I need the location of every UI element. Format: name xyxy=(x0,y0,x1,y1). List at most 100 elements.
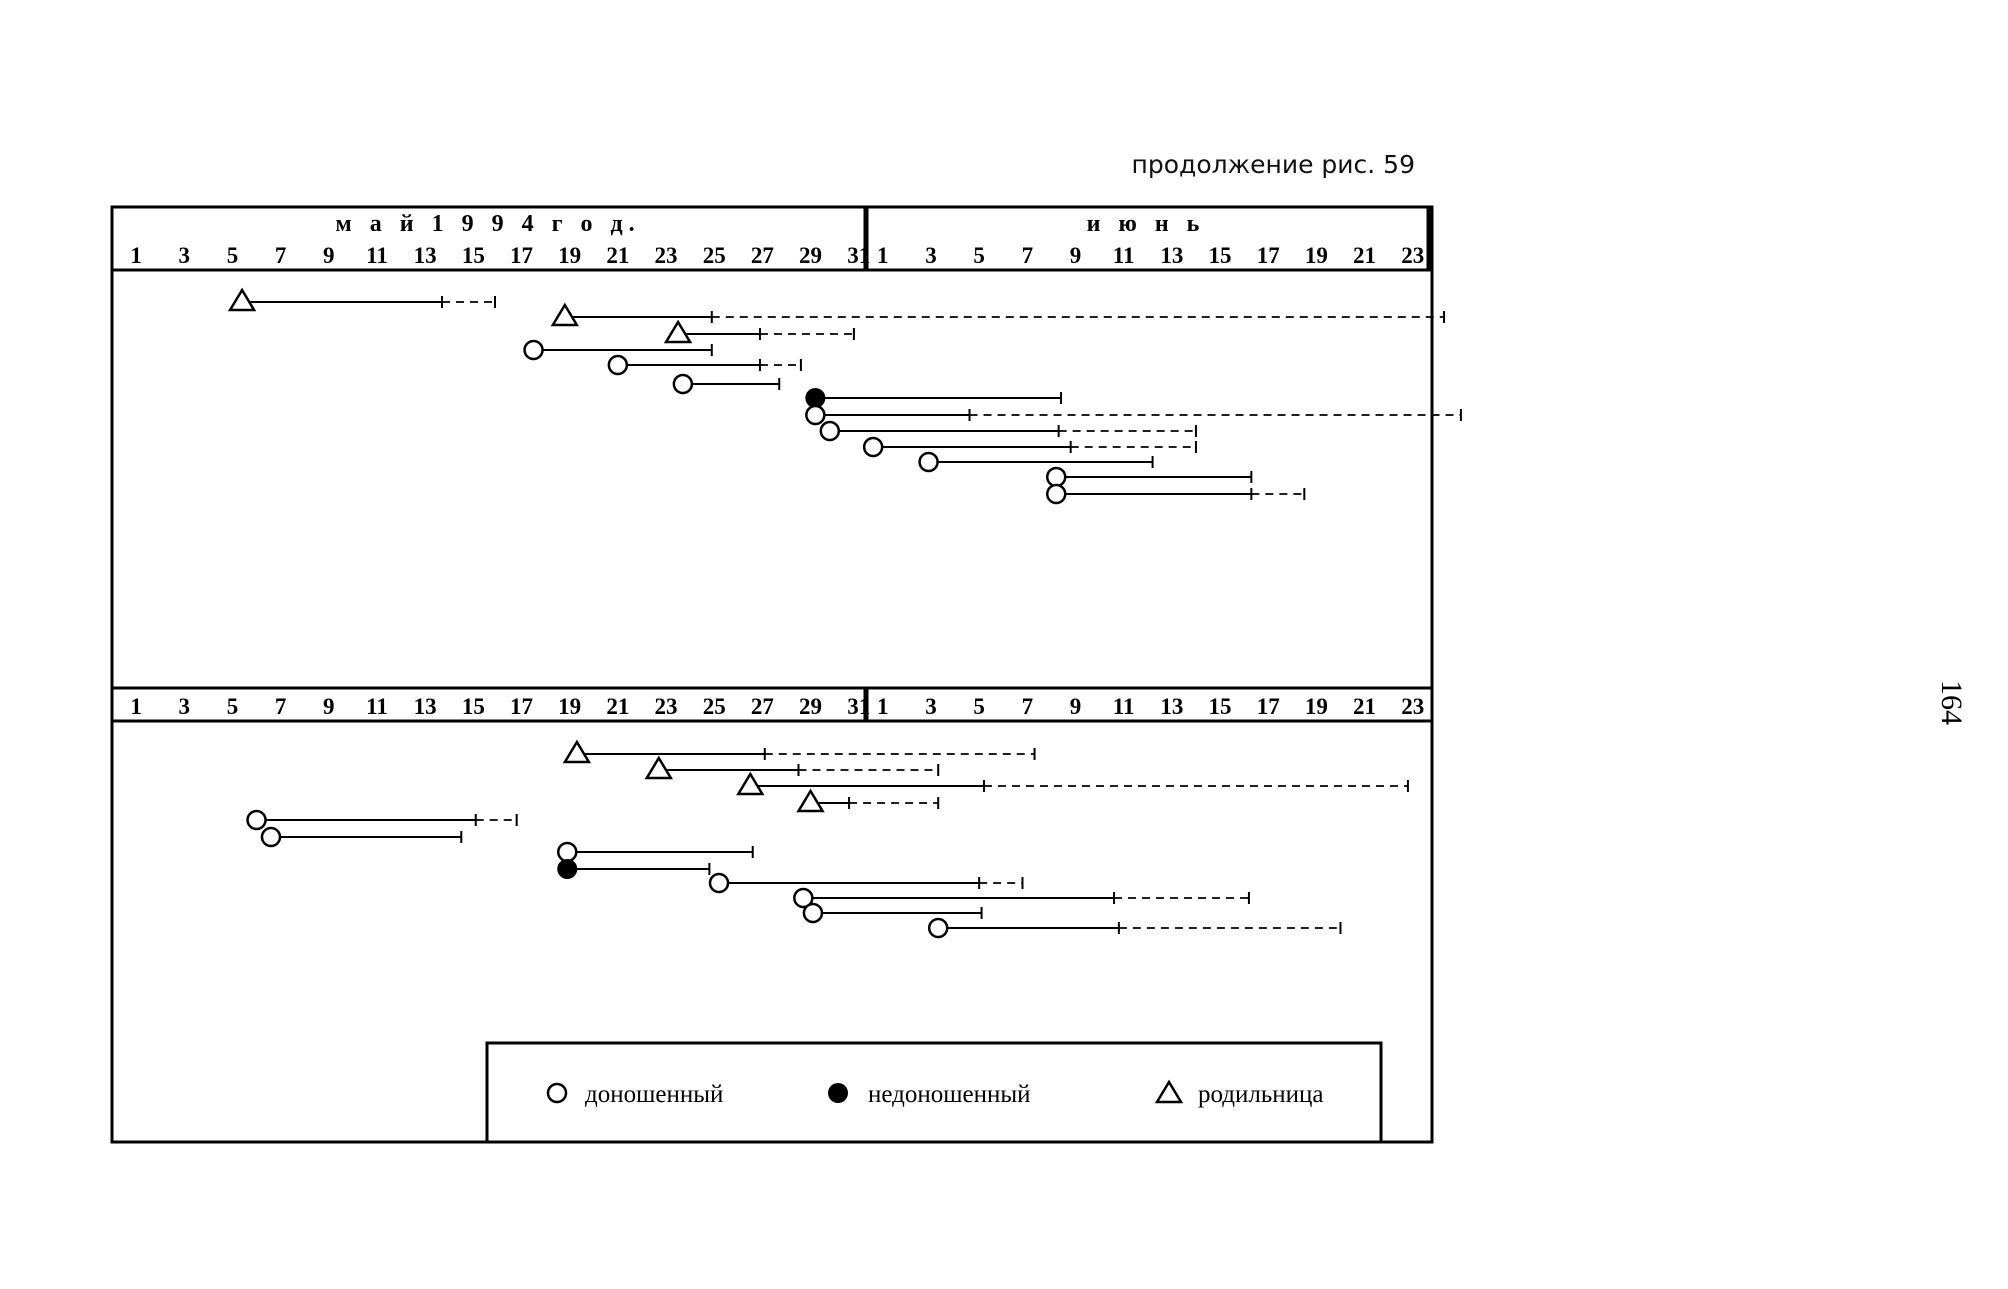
case-marker-circle-icon xyxy=(607,354,629,376)
tick-label-top: 11 xyxy=(1113,243,1135,268)
case-row xyxy=(802,902,983,924)
case-marker-circle-icon xyxy=(1045,483,1067,505)
tick-label-mid: 9 xyxy=(1070,694,1082,719)
tick-label-top: 1 xyxy=(130,243,142,268)
tick-label-mid: 25 xyxy=(703,694,726,719)
tick-label-mid: 7 xyxy=(275,694,287,719)
tick-label-mid: 7 xyxy=(1022,694,1034,719)
case-marker-circle-icon xyxy=(802,902,824,924)
tick-label-mid: 11 xyxy=(366,694,388,719)
tick-label-mid: 13 xyxy=(414,694,437,719)
tick-label-mid: 9 xyxy=(323,694,335,719)
tick-label-top: 7 xyxy=(1022,243,1034,268)
chart-frame xyxy=(110,205,1434,1144)
case-row xyxy=(227,287,496,312)
tick-label-mid: 17 xyxy=(510,694,533,719)
tick-label-top: 13 xyxy=(414,243,437,268)
case-marker-circle-icon xyxy=(246,809,267,831)
case-row xyxy=(805,404,1462,426)
case-row xyxy=(663,319,855,344)
tick-label-mid: 19 xyxy=(1305,694,1328,719)
tick-label-top: 17 xyxy=(1257,243,1280,268)
case-marker-circle-icon xyxy=(672,373,694,395)
case-row xyxy=(557,841,754,863)
tick-label-top: 11 xyxy=(366,243,388,268)
tick-label-top: 9 xyxy=(1070,243,1082,268)
tick-label-top: 21 xyxy=(1353,243,1376,268)
case-marker-dot-icon xyxy=(805,388,826,408)
case-row xyxy=(550,302,1446,327)
tick-label-top: 23 xyxy=(655,243,678,268)
legend-triangle-icon xyxy=(1154,1079,1184,1104)
tick-label-top: 15 xyxy=(462,243,485,268)
case-row xyxy=(1045,466,1253,488)
tick-label-top: 19 xyxy=(1305,243,1328,268)
tick-label-mid: 1 xyxy=(130,694,142,719)
tick-label-top: 19 xyxy=(558,243,581,268)
case-row xyxy=(819,420,1197,442)
legend-label-premature: недоношенный xyxy=(868,1081,1031,1108)
tick-label-mid: 3 xyxy=(179,694,191,719)
tick-label-top: 3 xyxy=(925,243,937,268)
case-row xyxy=(557,859,711,879)
panel-bottom xyxy=(246,739,1409,939)
tick-label-top: 13 xyxy=(1160,243,1183,268)
case-row xyxy=(246,809,518,831)
tick-label-top: 5 xyxy=(973,243,985,268)
tick-label-mid: 23 xyxy=(655,694,678,719)
tick-label-top: 15 xyxy=(1209,243,1232,268)
tick-label-mid: 13 xyxy=(1160,694,1183,719)
case-marker-circle-icon xyxy=(1045,466,1067,488)
tick-label-mid: 1 xyxy=(877,694,889,719)
month-label-may: м а й 1 9 9 4 г о д. xyxy=(335,211,640,237)
tick-label-top: 25 xyxy=(703,243,726,268)
tick-label-mid: 15 xyxy=(1209,694,1232,719)
case-row xyxy=(708,872,1024,894)
tick-label-top: 3 xyxy=(179,243,191,268)
tick-label-mid: 21 xyxy=(1353,694,1376,719)
tick-label-top: 21 xyxy=(606,243,629,268)
tick-label-mid: 29 xyxy=(799,694,822,719)
legend-dot-icon xyxy=(828,1083,848,1103)
case-marker-triangle-icon xyxy=(736,771,765,796)
tick-label-mid: 5 xyxy=(973,694,985,719)
case-row xyxy=(927,917,1342,939)
case-row xyxy=(796,788,940,813)
case-row xyxy=(1045,483,1306,505)
case-marker-triangle-icon xyxy=(562,739,592,764)
case-marker-circle-icon xyxy=(260,826,282,848)
case-marker-triangle-icon xyxy=(663,319,693,344)
case-marker-circle-icon xyxy=(927,917,949,939)
legend-circle-icon xyxy=(546,1082,568,1104)
case-marker-circle-icon xyxy=(793,887,814,909)
case-marker-circle-icon xyxy=(819,420,841,442)
case-marker-triangle-icon xyxy=(227,287,257,312)
tick-label-top: 9 xyxy=(323,243,335,268)
tick-label-top: 17 xyxy=(510,243,533,268)
case-row xyxy=(672,373,781,395)
tick-label-top: 29 xyxy=(799,243,822,268)
case-row xyxy=(862,436,1197,458)
tick-label-mid: 11 xyxy=(1113,694,1135,719)
case-marker-dot-icon xyxy=(557,859,578,879)
case-marker-triangle-icon xyxy=(644,755,673,780)
case-row xyxy=(793,887,1250,909)
figure-caption: продолжение рис. 59 xyxy=(1131,150,1415,179)
legend-label-full-term: доношенный xyxy=(585,1081,723,1108)
tick-label-top: 23 xyxy=(1401,243,1424,268)
tick-label-mid: 27 xyxy=(751,694,774,719)
tick-label-mid: 5 xyxy=(227,694,239,719)
tick-label-top: 31 xyxy=(847,243,870,268)
case-marker-circle-icon xyxy=(918,451,939,473)
tick-label-mid: 21 xyxy=(606,694,629,719)
case-marker-circle-icon xyxy=(862,436,884,458)
tick-label-top: 1 xyxy=(877,243,889,268)
case-row xyxy=(918,451,1154,473)
case-marker-triangle-icon xyxy=(550,302,580,327)
case-row xyxy=(736,771,1409,796)
tick-label-top: 27 xyxy=(751,243,774,268)
tick-label-mid: 23 xyxy=(1401,694,1424,719)
case-row xyxy=(805,388,1063,408)
